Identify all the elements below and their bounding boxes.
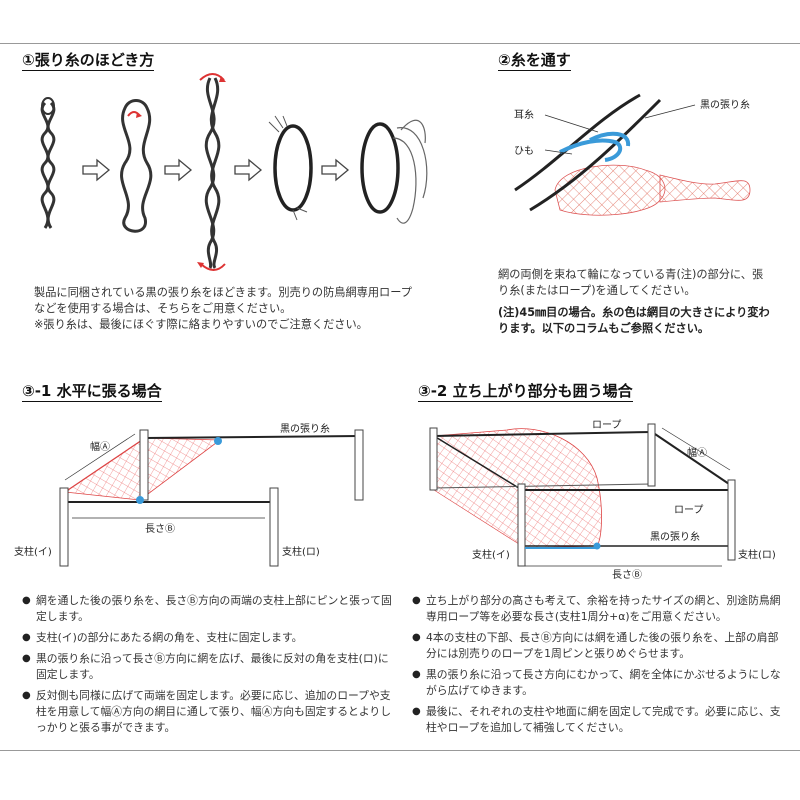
arrow-right-icon [234, 158, 263, 182]
post-a-label: 支柱(イ) [14, 545, 52, 558]
untwist-diagram [40, 73, 428, 271]
length-b-label: 長さⒷ [612, 569, 642, 581]
step-item: 網を通した後の張り糸を、長さⒷ方向の両端の支柱上部にピンと張って固定します。 [22, 593, 394, 625]
step-item: 4本の支柱の下部、長さⒷ方向には網を通した後の張り糸を、上部の肩部分には別売りの… [412, 630, 782, 662]
post-a-label: 支柱(イ) [472, 548, 510, 561]
section-2-title: ②糸を通す [498, 51, 571, 71]
threading-diagram: 耳糸 ひも 黒の張り糸 [514, 93, 751, 216]
arrow-right-icon [321, 158, 350, 182]
ear-thread-label: 耳糸 [514, 109, 534, 121]
section-3-1-title: ③-1 水平に張る場合 [22, 382, 162, 402]
horizontal-net-diagram: 幅Ⓐ 黒の張り糸 長さⒷ 支柱(イ) 支柱(ロ) [14, 423, 364, 567]
enclosed-net-diagram: ロープ 幅Ⓐ ロープ 黒の張り糸 長さⒷ 支柱(イ) 支柱(ロ) [429, 419, 776, 581]
section-2-note: (注)45㎜目の場合。糸の色は網目の大きさにより変わ ります。以下のコラムもご参… [498, 306, 770, 335]
step-item: 反対側も同様に広げて両端を固定します。必要に応じ、追加のロープや支柱を用意して幅… [22, 688, 394, 736]
section-1-title: ①張り糸のほどき方 [22, 51, 155, 71]
loop-cord-step2 [120, 99, 153, 233]
top-divider [0, 43, 800, 44]
cord-label: ひも [514, 145, 534, 157]
step-item: 黒の張り糸に沿って長さⒷ方向に網を広げ、最後に反対の角を支柱(ロ)に固定します。 [22, 651, 394, 683]
black-thread-label: 黒の張り糸 [650, 531, 700, 543]
section-1-text: 製品に同梱されている黒の張り糸をほどきます。別売りの防鳥網専用ロープ などを使用… [34, 286, 412, 331]
black-thread-label: 黒の張り糸 [280, 423, 330, 435]
step-item: 最後に、それぞれの支柱や地面に網を固定して完成です。必要に応じ、支柱やロープを追… [412, 704, 782, 736]
rope-label-mid: ロープ [674, 504, 703, 516]
bottom-divider [0, 750, 800, 751]
section-3-2-title: ③-2 立ち上がり部分も囲う場合 [418, 382, 633, 402]
arrow-right-icon [164, 158, 193, 182]
arrow-right-icon [82, 158, 111, 182]
length-b-label: 長さⒷ [145, 523, 175, 535]
step-item: 立ち上がり部分の高さも考えて、余裕を持ったサイズの網と、別途防鳥網専用ロープ等を… [412, 593, 782, 625]
width-a-label: 幅Ⓐ [90, 440, 110, 453]
step-item: 支柱(イ)の部分にあたる網の角を、支柱に固定します。 [22, 630, 394, 646]
section-2-text: 網の両側を束ねて輪になっている青(注)の部分に、張 り糸(またはロープ)を通して… [498, 268, 764, 297]
ring-cord-step5 [360, 122, 400, 214]
ring-cord-step4 [273, 124, 313, 212]
width-a-label: 幅Ⓐ [687, 446, 707, 459]
rope-label-top: ロープ [592, 419, 621, 431]
wavy-cord-step3 [204, 77, 221, 269]
section-3-1-steps: 網を通した後の張り糸を、長さⒷ方向の両端の支柱上部にピンと張って固定します。 支… [22, 593, 394, 741]
section-3-2-steps: 立ち上がり部分の高さも考えて、余裕を持ったサイズの網と、別途防鳥網専用ロープ等を… [412, 593, 782, 741]
post-b-label: 支柱(ロ) [282, 545, 320, 558]
step-item: 黒の張り糸に沿って長さ方向にむかって、網を全体にかぶせるようにしながら広げてゆき… [412, 667, 782, 699]
post-b-label: 支柱(ロ) [738, 548, 776, 561]
black-thread-label: 黒の張り糸 [700, 99, 750, 111]
twisted-cord-step1 [40, 97, 56, 229]
